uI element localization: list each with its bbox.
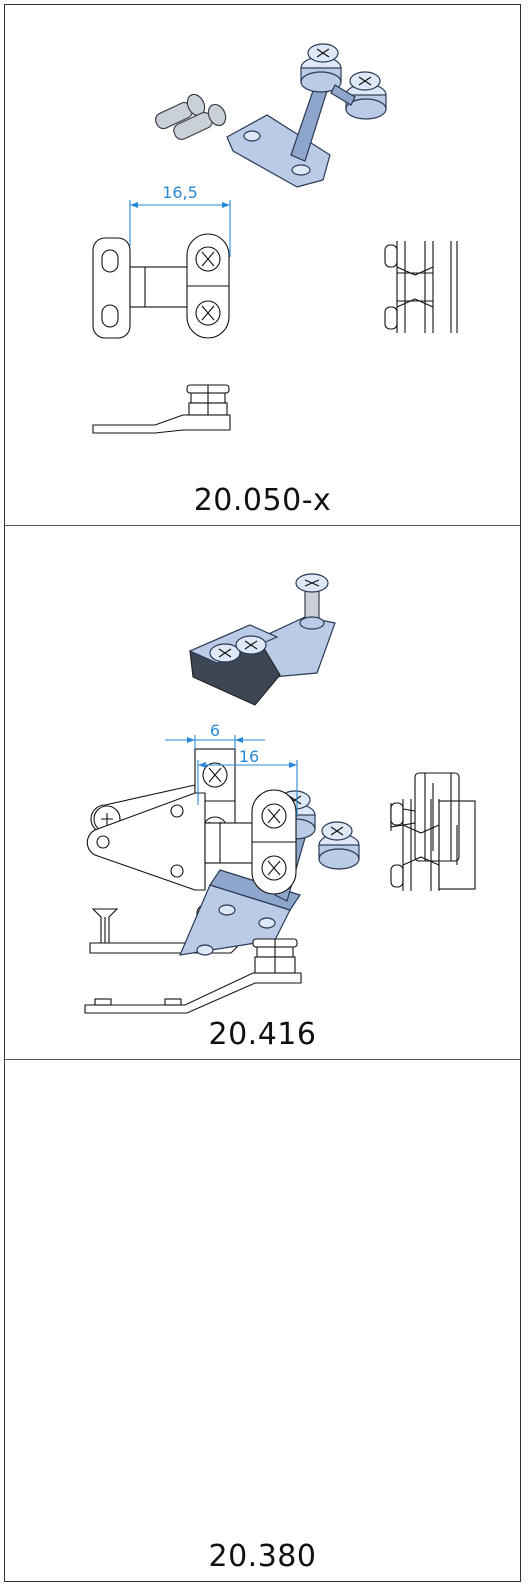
part-code-20416: 20.416: [208, 1017, 317, 1052]
divider-1: [5, 525, 520, 526]
top-view-3: [86, 760, 298, 895]
side-view-3: [390, 799, 476, 891]
iso-screws: [155, 93, 227, 141]
iso-plate-bracket: [179, 790, 360, 956]
divider-2: [5, 1059, 520, 1060]
section-3-drawing: [84, 760, 476, 1014]
iso-bracket: [226, 43, 387, 188]
front-view-3: [84, 938, 302, 1014]
iso-clamp: [188, 573, 336, 706]
part-code-20050: 20.050-x: [193, 483, 332, 518]
section-1-drawing: [92, 43, 458, 434]
dimension-label-1: 16,5: [162, 183, 198, 202]
catalog-sheet: 16,5 20.050-x: [4, 4, 521, 1582]
section-2-drawing: [89, 573, 460, 954]
dimension-label-3: 16: [238, 747, 260, 766]
top-view-1: [92, 200, 231, 339]
dimension-label-2: 6: [209, 721, 221, 740]
part-code-20380: 20.380: [208, 1539, 317, 1574]
side-view-1: [384, 241, 458, 333]
front-view-1: [92, 384, 231, 434]
